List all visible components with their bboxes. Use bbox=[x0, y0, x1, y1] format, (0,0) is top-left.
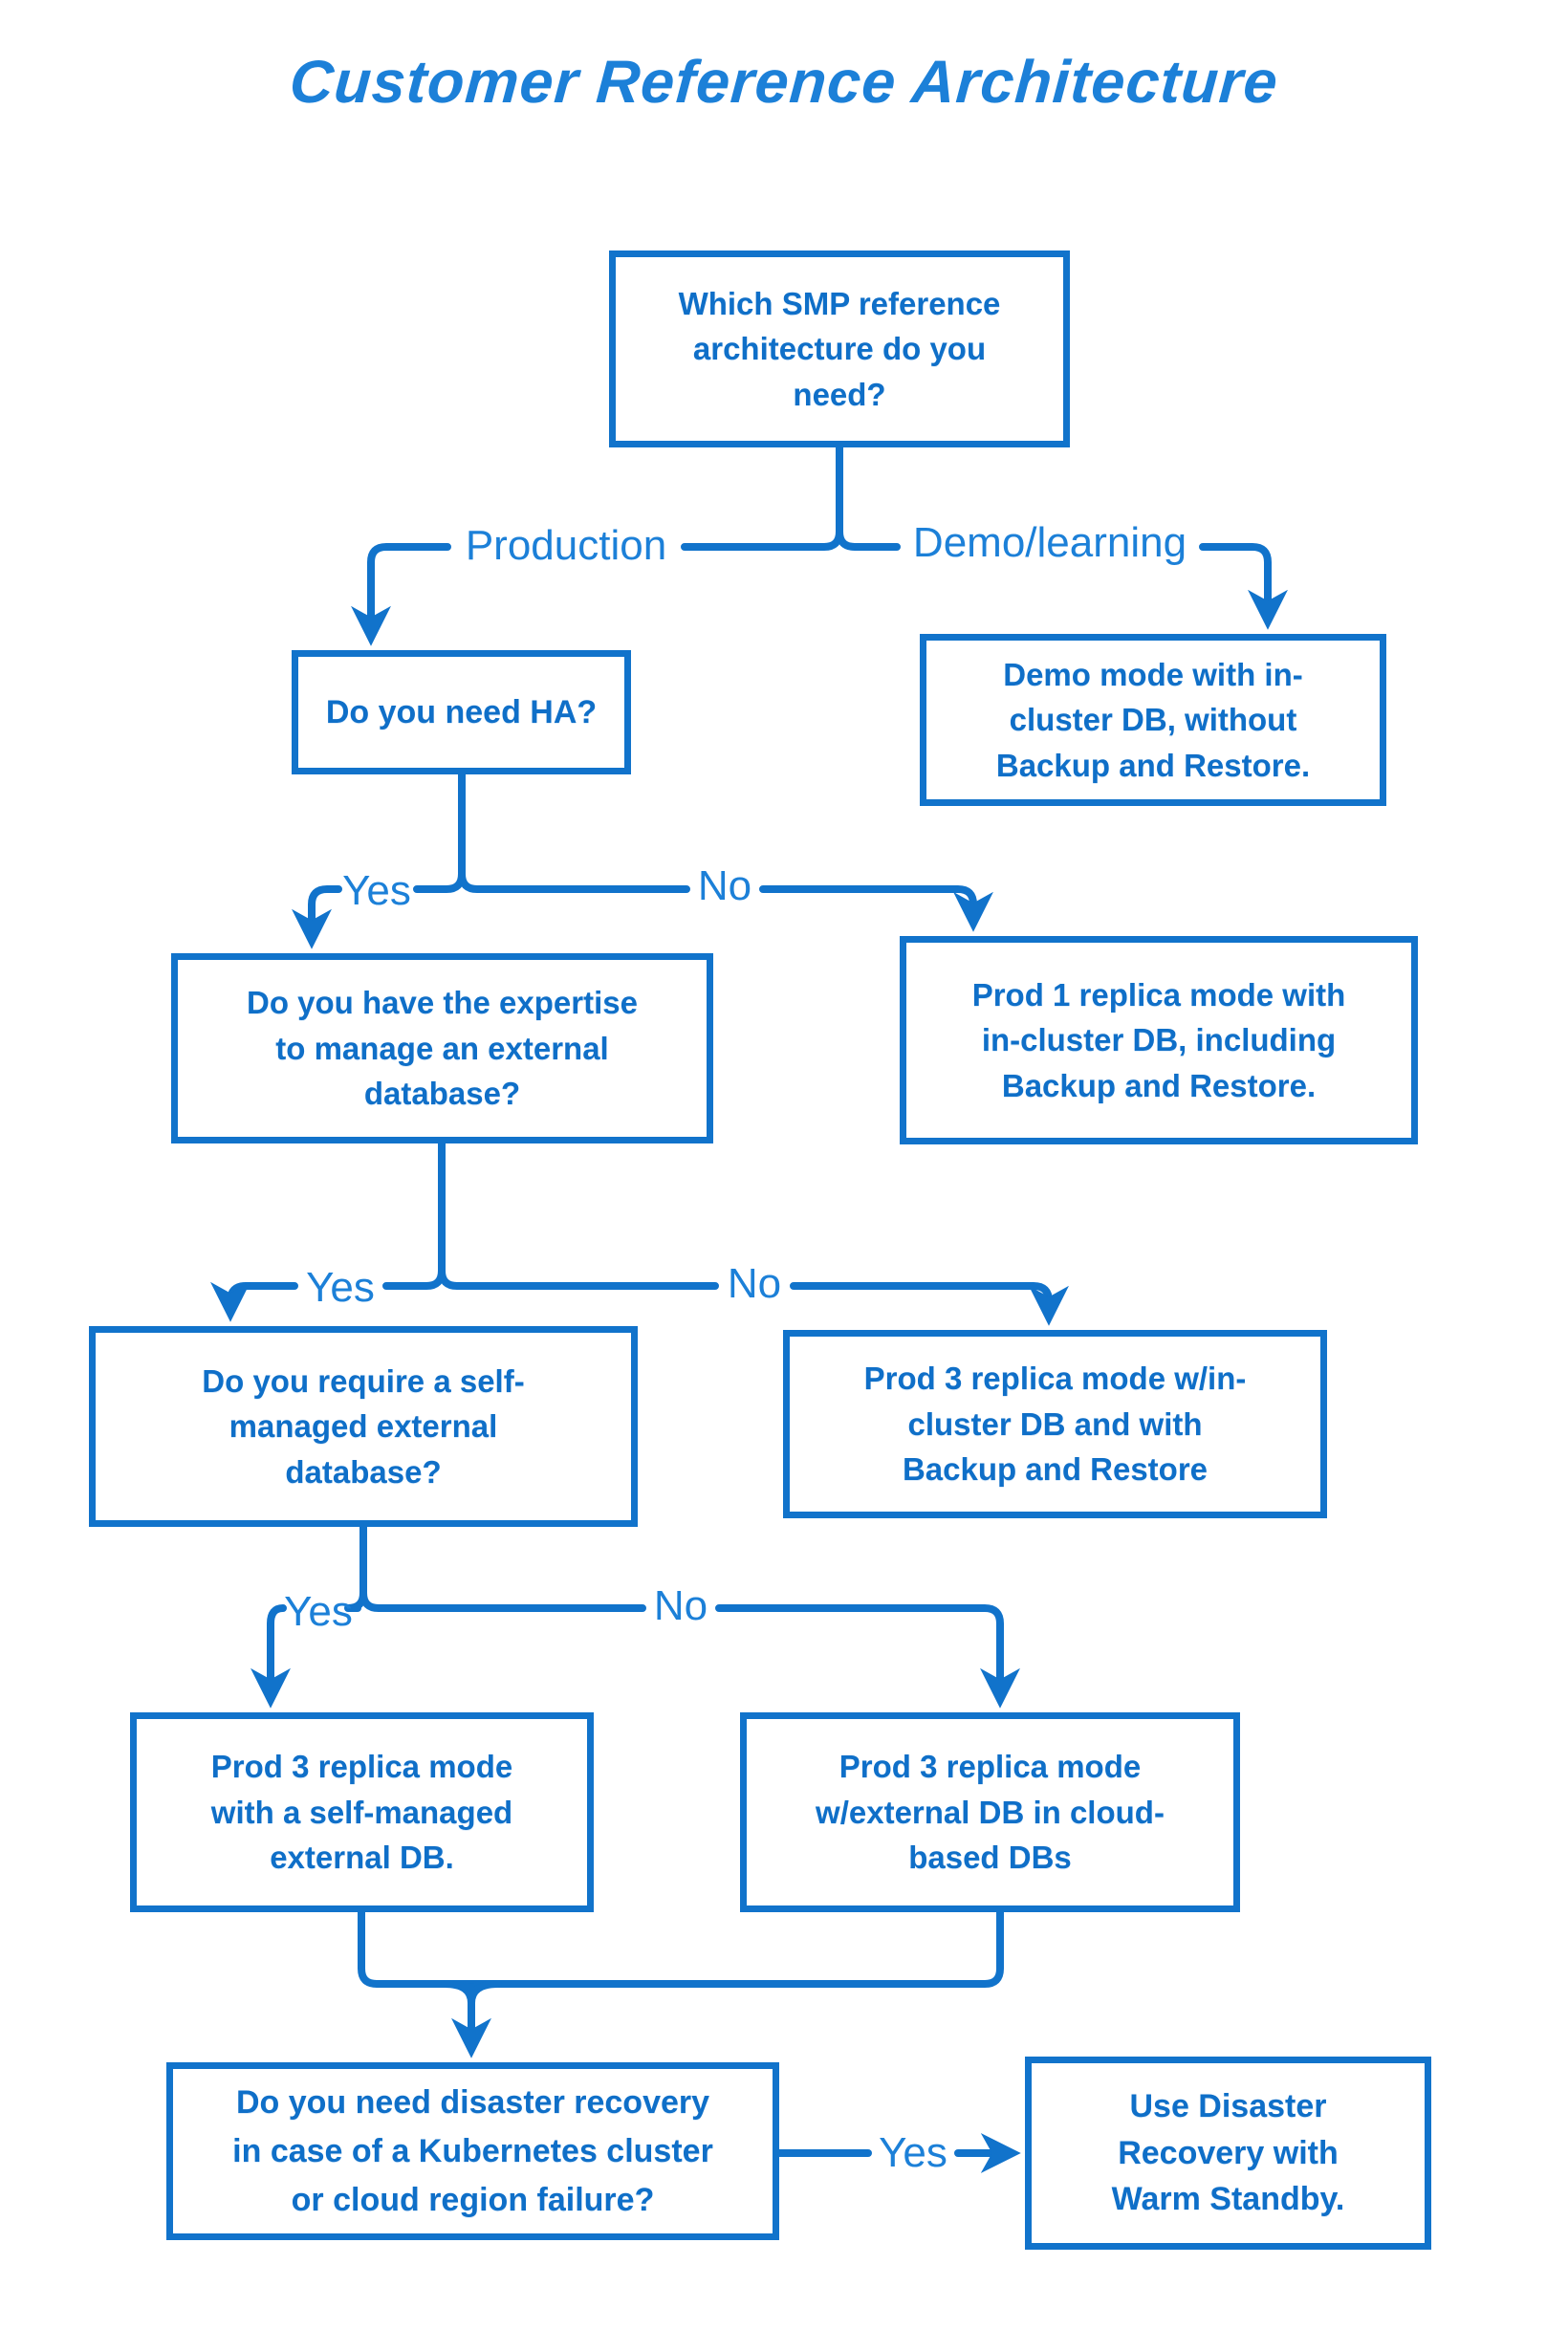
node-prod3-cloud: Prod 3 replica mode w/external DB in clo… bbox=[740, 1712, 1240, 1912]
edge-selfmanaged-yes-arrow bbox=[250, 1604, 291, 1709]
node-prod3-selfmanaged: Prod 3 replica mode with a self-managed … bbox=[130, 1712, 594, 1912]
node-disaster-question: Do you need disaster recovery in case of… bbox=[166, 2062, 779, 2240]
edge-ha-no-arrow bbox=[759, 885, 993, 932]
edge-label-yes-2: Yes bbox=[306, 1264, 375, 1311]
edge-merge-funnel-right bbox=[468, 1980, 502, 2007]
edge-label-demo-learning: Demo/learning bbox=[912, 519, 1187, 566]
edge-selfmanaged-split-right bbox=[359, 1519, 646, 1612]
edge-merge-u bbox=[358, 1905, 1004, 1988]
edge-expertise-split-right bbox=[438, 1136, 719, 1290]
node-prod3-incluster: Prod 3 replica mode w/in- cluster DB and… bbox=[783, 1330, 1327, 1518]
edge-label-no-3: No bbox=[653, 1582, 708, 1629]
node-selfmanaged-question: Do you require a self- managed external … bbox=[89, 1326, 638, 1527]
node-need-ha: Do you need HA? bbox=[292, 650, 631, 774]
node-prod1-incluster: Prod 1 replica mode with in-cluster DB, … bbox=[900, 936, 1418, 1144]
edge-demo-arrow bbox=[1199, 543, 1288, 630]
edge-ha-split-left bbox=[413, 767, 466, 893]
edge-label-production: Production bbox=[465, 522, 667, 569]
edge-production-arrow bbox=[351, 543, 451, 646]
node-demo-mode: Demo mode with in- cluster DB, without B… bbox=[920, 634, 1386, 806]
node-expertise-question: Do you have the expertise to manage an e… bbox=[171, 953, 713, 1143]
edge-label-yes-4: Yes bbox=[879, 2129, 947, 2176]
edge-root-split-right bbox=[836, 440, 901, 551]
edge-expertise-split-left bbox=[382, 1136, 446, 1290]
edge-expertise-no-arrow bbox=[790, 1282, 1069, 1326]
edge-merge-funnel-left bbox=[441, 1980, 475, 2007]
node-which-architecture: Which SMP reference architecture do you … bbox=[609, 250, 1070, 447]
edge-label-no-2: No bbox=[727, 1260, 782, 1307]
edge-label-yes-1: Yes bbox=[342, 867, 411, 914]
edge-expertise-yes-arrow bbox=[210, 1281, 298, 1322]
node-warm-standby: Use Disaster Recovery with Warm Standby. bbox=[1025, 2057, 1431, 2250]
edge-root-split-left bbox=[681, 440, 843, 551]
edge-selfmanaged-no-arrow bbox=[715, 1604, 1020, 1709]
edge-ha-split-right bbox=[458, 767, 690, 893]
edge-label-yes-3: Yes bbox=[284, 1588, 353, 1635]
edge-ha-yes-arrow bbox=[292, 885, 342, 949]
edge-label-no-1: No bbox=[697, 862, 752, 909]
